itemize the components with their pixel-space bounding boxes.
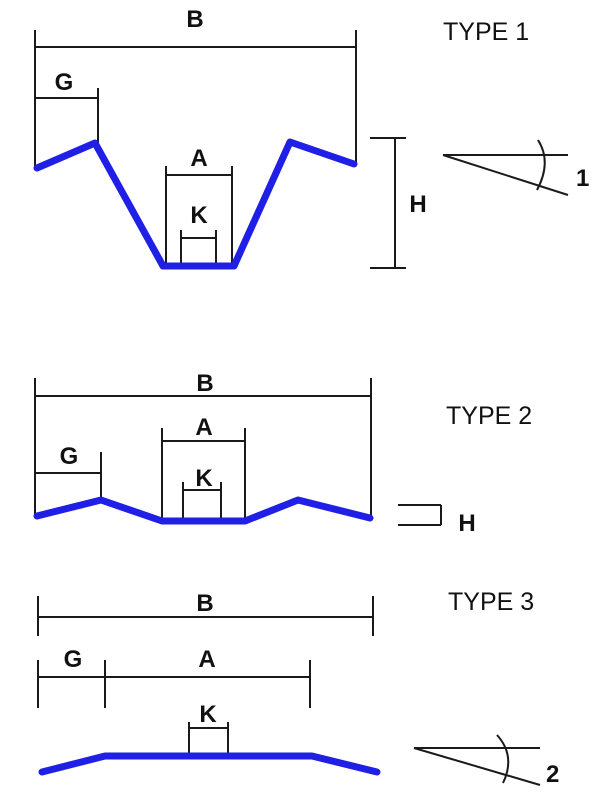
type-2-dimension-h xyxy=(398,504,442,526)
type-3-group: TYPE 3 B G A K xyxy=(37,588,559,788)
type-2-dimension-b xyxy=(34,378,372,516)
type-3-label-b: B xyxy=(196,590,213,617)
type-2-label-b: B xyxy=(196,370,213,397)
type-3-profile xyxy=(38,752,381,776)
type-1-dimension-k xyxy=(180,230,217,266)
type-2-group: TYPE 2 B A G K xyxy=(33,370,532,537)
type-1-label-a: A xyxy=(190,145,207,172)
type-1-label-k: K xyxy=(190,202,208,229)
type-3-dimension-k xyxy=(188,722,229,757)
type-2-label-k: K xyxy=(195,465,213,492)
type-1-title: TYPE 1 xyxy=(443,18,529,46)
type-3-dimension-b xyxy=(37,596,374,636)
type-1-angle-symbol xyxy=(442,139,569,196)
type-2-label-a: A xyxy=(195,414,212,441)
type-1-angle-label: 1 xyxy=(576,165,589,192)
type-3-label-g: G xyxy=(64,646,83,673)
type-3-label-k: K xyxy=(199,701,217,728)
type-2-label-g: G xyxy=(60,443,79,470)
type-2-dimension-a xyxy=(161,428,246,520)
type-3-title: TYPE 3 xyxy=(448,588,534,616)
type-3-angle-symbol xyxy=(413,734,541,786)
type-1-label-h: H xyxy=(409,191,426,218)
type-2-profile xyxy=(33,496,374,525)
type-1-dimension-a xyxy=(165,166,233,266)
type-3-angle-label: 2 xyxy=(546,761,559,788)
type-2-label-h: H xyxy=(458,510,475,537)
type-2-dimension-k xyxy=(182,482,222,520)
type-1-label-b: B xyxy=(186,6,203,33)
type-3-dimension-g-a xyxy=(37,660,311,708)
type-2-title: TYPE 2 xyxy=(446,402,532,430)
type-1-label-g: G xyxy=(55,69,74,96)
type-1-dimension-g xyxy=(35,88,99,146)
type-1-dimension-h xyxy=(370,137,406,269)
type-3-label-a: A xyxy=(198,646,215,673)
type-2-dimension-g xyxy=(35,452,102,498)
type-1-group: TYPE 1 B G A K xyxy=(33,6,589,270)
type-1-profile xyxy=(33,138,358,270)
